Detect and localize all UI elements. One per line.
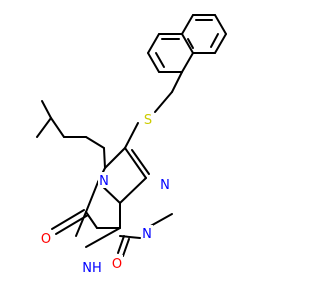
double-bond-inner xyxy=(131,149,150,175)
bond xyxy=(214,14,227,35)
bond xyxy=(122,238,130,257)
bond xyxy=(55,214,89,235)
bond xyxy=(117,235,125,254)
bond xyxy=(171,71,183,93)
double-bond-inner xyxy=(187,38,194,49)
bond xyxy=(85,181,99,213)
naphthalene-ring-b xyxy=(181,14,227,54)
bond xyxy=(154,91,173,113)
bond xyxy=(181,52,194,73)
isopentyl-chain xyxy=(36,100,106,169)
bond xyxy=(214,33,227,54)
bond xyxy=(124,147,147,179)
bond xyxy=(75,211,87,237)
atom-labels: S N N N NH O O xyxy=(40,111,171,276)
nitrogen-1-label: NH xyxy=(82,261,102,276)
double-bond-inner xyxy=(210,33,219,48)
oxygen-2-label: O xyxy=(112,257,122,272)
bond xyxy=(147,52,160,73)
bond xyxy=(36,117,52,138)
methylene-linker xyxy=(154,71,183,113)
bond xyxy=(85,136,105,149)
nitrogen-7-label: N xyxy=(99,174,109,189)
bond xyxy=(124,122,139,149)
oxygen-6-label: O xyxy=(41,232,51,247)
bond xyxy=(103,147,106,169)
bond xyxy=(181,33,194,54)
naphthalene-ring-a xyxy=(147,33,194,73)
bond xyxy=(147,33,160,54)
imidazole-ring xyxy=(97,122,150,204)
bond xyxy=(104,147,126,169)
bond xyxy=(85,227,121,248)
structure-diagram: S N N N NH O O xyxy=(36,14,227,276)
bond xyxy=(119,177,147,204)
nitrogen-9-label: N xyxy=(160,178,170,193)
bond xyxy=(181,14,194,35)
bond xyxy=(51,209,85,230)
double-bond-inner xyxy=(155,52,165,68)
bond xyxy=(41,100,52,119)
bond xyxy=(50,117,65,138)
sulfur-atom-label: S xyxy=(144,113,152,128)
nitrogen-3-label: N xyxy=(142,227,152,242)
